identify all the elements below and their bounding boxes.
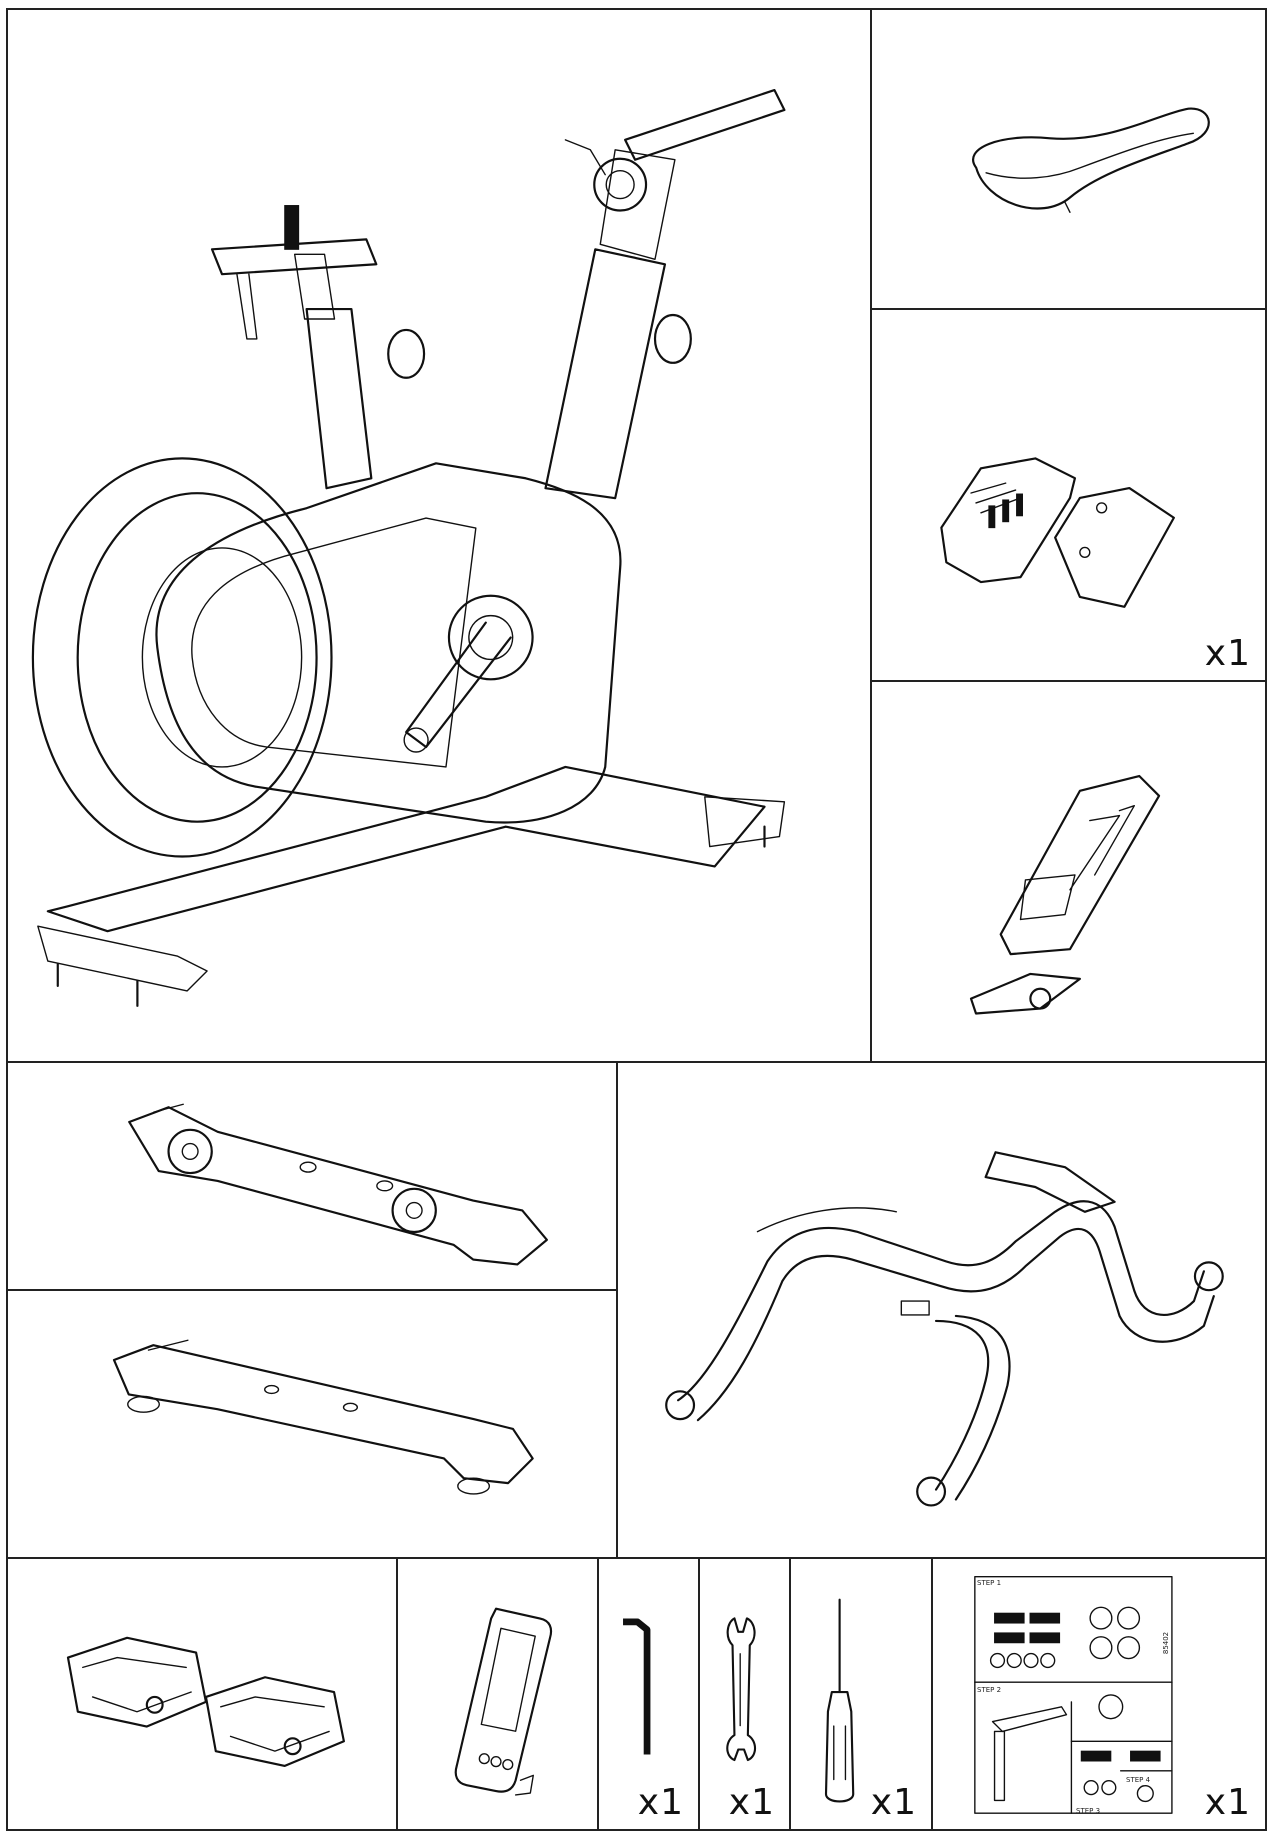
pedals-cell xyxy=(6,1557,398,1831)
saddle-cell xyxy=(870,8,1267,310)
sheet-step2-label: STEP 2 xyxy=(977,1686,1002,1694)
allen-key-qty: x1 xyxy=(637,1782,684,1823)
pedal-cover-icon xyxy=(940,457,1175,608)
hardware-sheet-icon xyxy=(974,1576,1173,1814)
saddle-icon xyxy=(972,107,1210,213)
front-stabilizer-cell xyxy=(6,1061,618,1291)
wrench-cell: x1 xyxy=(698,1557,791,1831)
handlebar-icon xyxy=(665,1151,1224,1507)
screwdriver-qty: x1 xyxy=(870,1782,917,1823)
bike-frame-cell xyxy=(6,8,872,1063)
screwdriver-icon xyxy=(824,1598,855,1803)
pedal-cover-qty: x1 xyxy=(1204,633,1251,674)
console-icon xyxy=(454,1607,553,1796)
sheet-step4-label: STEP 4 xyxy=(1126,1776,1151,1784)
sheet-code-label: 85402 xyxy=(1162,1631,1171,1655)
rear-stabilizer-cell xyxy=(6,1289,618,1559)
front-stabilizer-icon xyxy=(128,1103,548,1266)
console-cell xyxy=(396,1557,599,1831)
pedals-icon xyxy=(66,1636,345,1768)
allen-key-icon xyxy=(623,1618,651,1755)
bike-frame-icon xyxy=(31,88,786,1007)
allen-key-cell: x1 xyxy=(597,1557,700,1831)
wrench-icon xyxy=(726,1617,757,1762)
rear-stabilizer-icon xyxy=(112,1339,534,1495)
pedal-cover-cell: x1 xyxy=(870,308,1267,682)
sheet-step3-label: STEP 3 xyxy=(1076,1807,1101,1815)
hardware-sheet-cell: STEP 1 STEP 2 STEP 3 STEP 4 85402 x1 xyxy=(931,1557,1267,1831)
wrench-qty: x1 xyxy=(728,1782,775,1823)
hardware-sheet-qty: x1 xyxy=(1204,1782,1251,1823)
seat-slider-cell xyxy=(870,680,1267,1063)
screwdriver-cell: x1 xyxy=(789,1557,933,1831)
sheet-step1-label: STEP 1 xyxy=(977,1579,1002,1587)
handlebar-cell xyxy=(616,1061,1267,1559)
seat-slider-icon xyxy=(969,774,1161,1015)
